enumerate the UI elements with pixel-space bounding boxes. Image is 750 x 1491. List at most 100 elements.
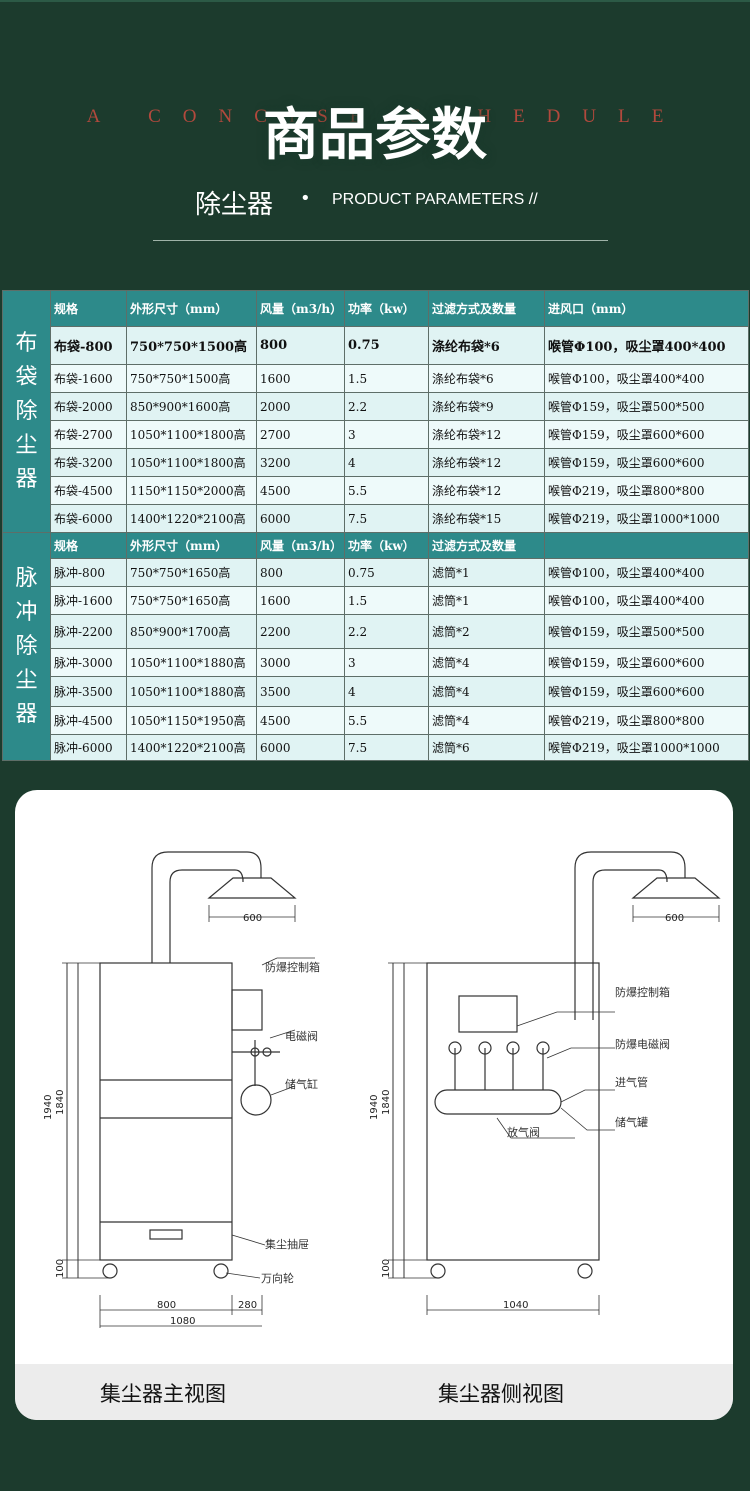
table-cell: 滤筒*1 — [428, 586, 545, 615]
column-header: 功率（kw） — [344, 532, 429, 559]
table-cell: 喉管Φ100，吸尘罩400*400 — [544, 326, 749, 365]
table-cell: 1050*1100*1880高 — [126, 648, 257, 677]
table-cell: 2000 — [256, 392, 345, 421]
table-cell: 喉管Φ219，吸尘罩1000*1000 — [544, 504, 749, 533]
spec-table: 布袋除尘器规格外形尺寸（mm）风量（m3/h）功率（kw）过滤方式及数量进风口（… — [2, 290, 749, 761]
caption-bar: 集尘器主视图 集尘器侧视图 — [15, 1364, 733, 1420]
table-cell: 6000 — [256, 734, 345, 761]
front-label-solenoid: 电磁阀 — [285, 1029, 318, 1043]
side-body-height: 1840 — [381, 1090, 392, 1115]
table-cell: 3000 — [256, 648, 345, 677]
table-cell: 1400*1220*2100高 — [126, 504, 257, 533]
table-cell: 脉冲-2200 — [50, 614, 127, 649]
table-cell: 布袋-4500 — [50, 476, 127, 505]
section-label-char: 器 — [15, 701, 38, 727]
table-cell: 喉管Φ219，吸尘罩1000*1000 — [544, 734, 749, 761]
table-cell: 6000 — [256, 504, 345, 533]
table-cell: 1050*1100*1800高 — [126, 448, 257, 477]
table-cell: 滤筒*4 — [428, 676, 545, 707]
table-cell: 4500 — [256, 476, 345, 505]
table-cell: 脉冲-1600 — [50, 586, 127, 615]
table-cell: 750*750*1500高 — [126, 326, 257, 365]
column-header: 风量（m3/h） — [256, 290, 345, 327]
table-cell: 7.5 — [344, 734, 429, 761]
section-label-char: 尘 — [15, 432, 38, 458]
table-cell: 3 — [344, 420, 429, 449]
table-cell: 2.2 — [344, 614, 429, 649]
side-label-control-box: 防爆控制箱 — [615, 985, 670, 999]
table-cell: 2200 — [256, 614, 345, 649]
table-cell: 布袋-6000 — [50, 504, 127, 533]
table-cell: 滤筒*4 — [428, 648, 545, 677]
decorative-text: A CONCISE SCHEDULE — [86, 106, 686, 127]
table-cell: 脉冲-3000 — [50, 648, 127, 677]
table-cell: 脉冲-4500 — [50, 706, 127, 735]
table-cell: 涤纶布袋*9 — [428, 392, 545, 421]
column-header: 功率（kw） — [344, 290, 429, 327]
front-total-height: 1940 — [43, 1095, 54, 1120]
side-wheel-height: 100 — [381, 1259, 392, 1278]
column-header: 过滤方式及数量 — [428, 532, 545, 559]
table-cell: 1050*1100*1880高 — [126, 676, 257, 707]
table-cell: 3500 — [256, 676, 345, 707]
section-label: 布袋除尘器 — [2, 290, 51, 533]
table-cell: 7.5 — [344, 504, 429, 533]
section-label-char: 除 — [15, 398, 38, 424]
table-cell: 750*750*1650高 — [126, 586, 257, 615]
table-cell: 750*750*1650高 — [126, 558, 257, 587]
front-total-width: 1080 — [170, 1316, 195, 1327]
side-view — [388, 851, 721, 1315]
column-header — [544, 532, 749, 559]
side-label-tank: 储气罐 — [615, 1115, 648, 1129]
table-cell: 脉冲-800 — [50, 558, 127, 587]
table-cell: 1050*1100*1800高 — [126, 420, 257, 449]
table-cell: 喉管Φ159，吸尘罩600*600 — [544, 448, 749, 477]
technical-drawing: 600 1940 1840 100 800 280 1080 600 1940 … — [43, 851, 721, 1328]
table-cell: 喉管Φ100，吸尘罩400*400 — [544, 364, 749, 393]
section-label-char: 冲 — [15, 599, 38, 625]
front-view — [62, 851, 315, 1328]
table-cell: 1050*1150*1950高 — [126, 706, 257, 735]
subtitle: 除尘器 • PRODUCT PARAMETERS // — [0, 184, 750, 220]
table-cell: 喉管Φ159，吸尘罩600*600 — [544, 420, 749, 449]
table-cell: 布袋-2700 — [50, 420, 127, 449]
column-header: 过滤方式及数量 — [428, 290, 545, 327]
table-header-row: 布袋除尘器规格外形尺寸（mm）风量（m3/h）功率（kw）过滤方式及数量进风口（… — [2, 290, 749, 533]
table-cell: 5.5 — [344, 706, 429, 735]
table-cell: 0.75 — [344, 558, 429, 587]
section-label-char: 除 — [15, 633, 38, 659]
column-header: 进风口（mm） — [544, 290, 749, 327]
table-cell: 1.5 — [344, 364, 429, 393]
side-total-height: 1940 — [369, 1095, 380, 1120]
side-total-width: 1040 — [503, 1300, 528, 1311]
table-cell: 喉管Φ219，吸尘罩800*800 — [544, 706, 749, 735]
front-body-width: 800 — [157, 1300, 176, 1311]
section-label-char: 尘 — [15, 667, 38, 693]
front-box-width: 280 — [238, 1300, 257, 1311]
side-hood-width: 600 — [665, 913, 684, 924]
column-header: 外形尺寸（mm） — [126, 290, 257, 327]
table-cell: 滤筒*2 — [428, 614, 545, 649]
table-cell: 1600 — [256, 364, 345, 393]
front-label-wheel: 万向轮 — [261, 1271, 294, 1285]
table-cell: 4500 — [256, 706, 345, 735]
table-cell: 850*900*1600高 — [126, 392, 257, 421]
table-cell: 1.5 — [344, 586, 429, 615]
subtitle-cn: 除尘器 — [195, 190, 274, 220]
table-cell: 喉管Φ159，吸尘罩600*600 — [544, 676, 749, 707]
table-cell: 滤筒*6 — [428, 734, 545, 761]
table-cell: 1400*1220*2100高 — [126, 734, 257, 761]
front-label-tank: 储气缸 — [285, 1077, 318, 1091]
table-cell: 滤筒*4 — [428, 706, 545, 735]
